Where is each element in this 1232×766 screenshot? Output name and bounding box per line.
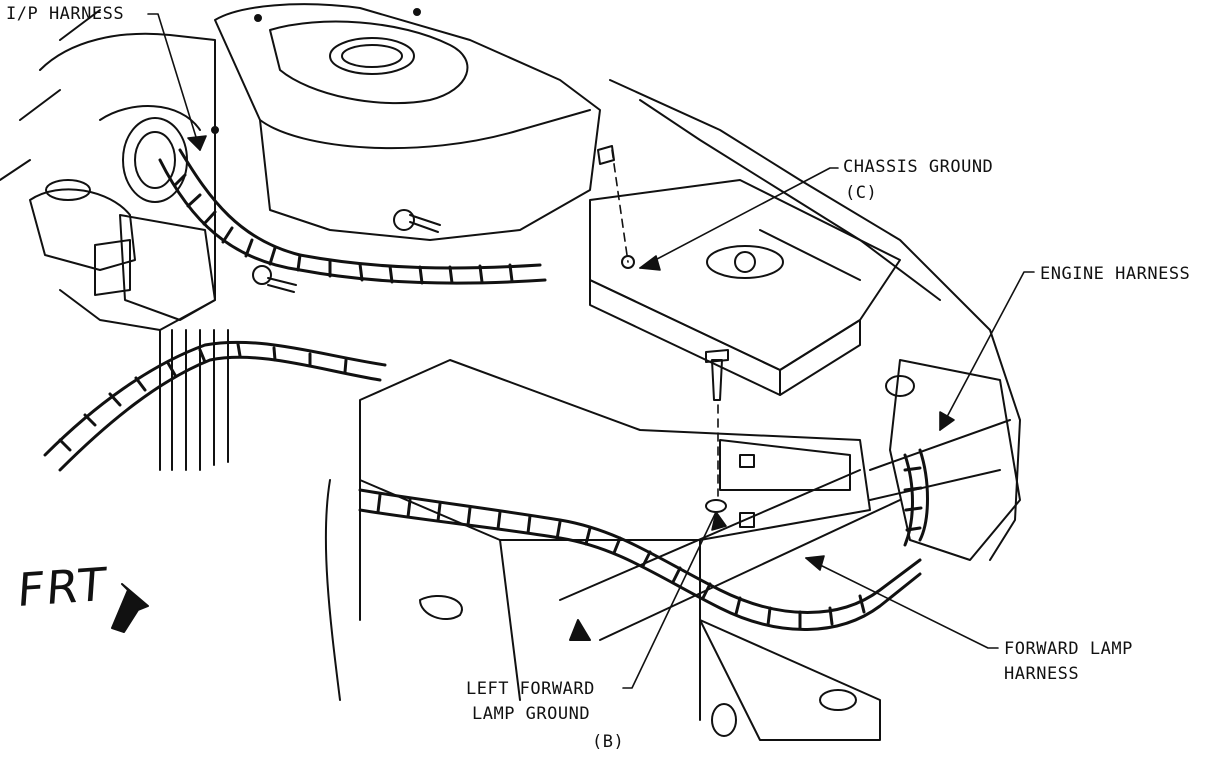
left-forward-lamp-ground-leader [622, 511, 717, 689]
left-forward-lamp-ground-label-line2: LAMP GROUND [472, 704, 591, 724]
engine-harness-label: ENGINE HARNESS [1040, 264, 1191, 284]
ip-harness-label: I/P HARNESS [6, 4, 125, 24]
battery-tray [589, 179, 901, 396]
engine-harness-leader [939, 271, 1035, 431]
front-indicator-label: FRT [15, 556, 110, 618]
right-fender [609, 79, 1021, 561]
chassis-ground-leader [639, 167, 839, 269]
forward-lamp-harness-label-line2: HARNESS [1004, 664, 1080, 684]
forward-lamp-harness-wire [358, 448, 929, 631]
leader-lines [147, 13, 1035, 689]
front-arrow-icon [111, 583, 149, 633]
chassis-ground-label: CHASSIS GROUND [843, 157, 994, 177]
forward-lamp-harness-leader [805, 557, 999, 649]
left-structure [0, 9, 229, 471]
lower-structure [324, 359, 901, 741]
ground-bolts [252, 145, 729, 513]
chassis-ground-ref: (C) [845, 183, 878, 203]
forward-lamp-harness-label-line1: FORWARD LAMP [1004, 639, 1133, 659]
strut-tower [211, 3, 601, 241]
left-forward-lamp-ground-ref: (B) [592, 732, 625, 752]
ip-harness-wire [43, 148, 547, 472]
left-forward-lamp-ground-label-line1: LEFT FORWARD [466, 679, 595, 699]
ip-harness-leader [147, 13, 201, 151]
